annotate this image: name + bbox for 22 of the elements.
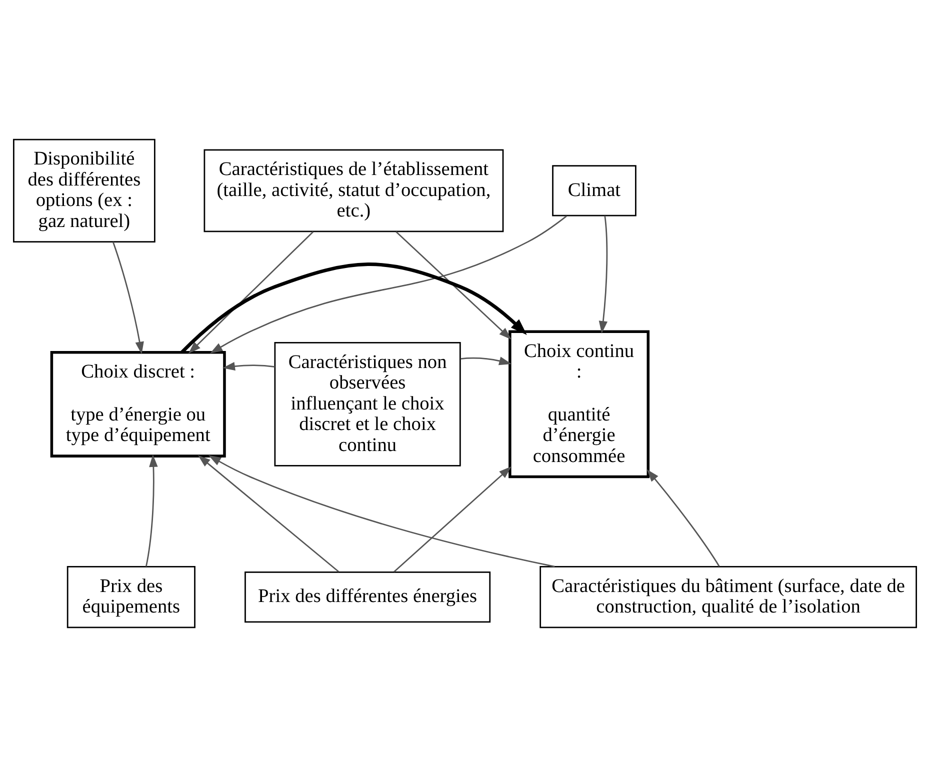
arrow (180, 262, 527, 354)
arrow (646, 469, 720, 567)
arrow (222, 362, 275, 371)
node-box: Choix discret : type d’énergie ou type d’équipement (50, 351, 226, 458)
arrow (394, 466, 512, 572)
arrow (598, 216, 608, 334)
node-box: Choix continu : quantité d’énergie consommée (508, 330, 650, 478)
arrow (112, 242, 144, 354)
arrow (460, 356, 512, 366)
arrow (188, 231, 314, 354)
node-box: Prix des équipements (66, 566, 196, 628)
arrow (210, 216, 567, 354)
arrow (208, 455, 555, 568)
arrow (145, 454, 158, 567)
node-box: Prix des différentes énergies (244, 571, 491, 623)
node-box: Caractéristiques de l’établissement (taille, activité, statut d’occupation, etc.) (204, 149, 504, 232)
node-box: Caractéristiques du bâtiment (surface, date de construction, qualité de l’isolation (540, 566, 917, 628)
arrow (198, 455, 340, 572)
node-box: Climat (552, 165, 636, 216)
node-box: Disponibilité des différentes options (ex : gaz naturel) (13, 138, 156, 242)
node-box: Caractéristiques non observées influençant le choix discret et le choix continu (274, 342, 461, 466)
arrow (396, 231, 512, 340)
